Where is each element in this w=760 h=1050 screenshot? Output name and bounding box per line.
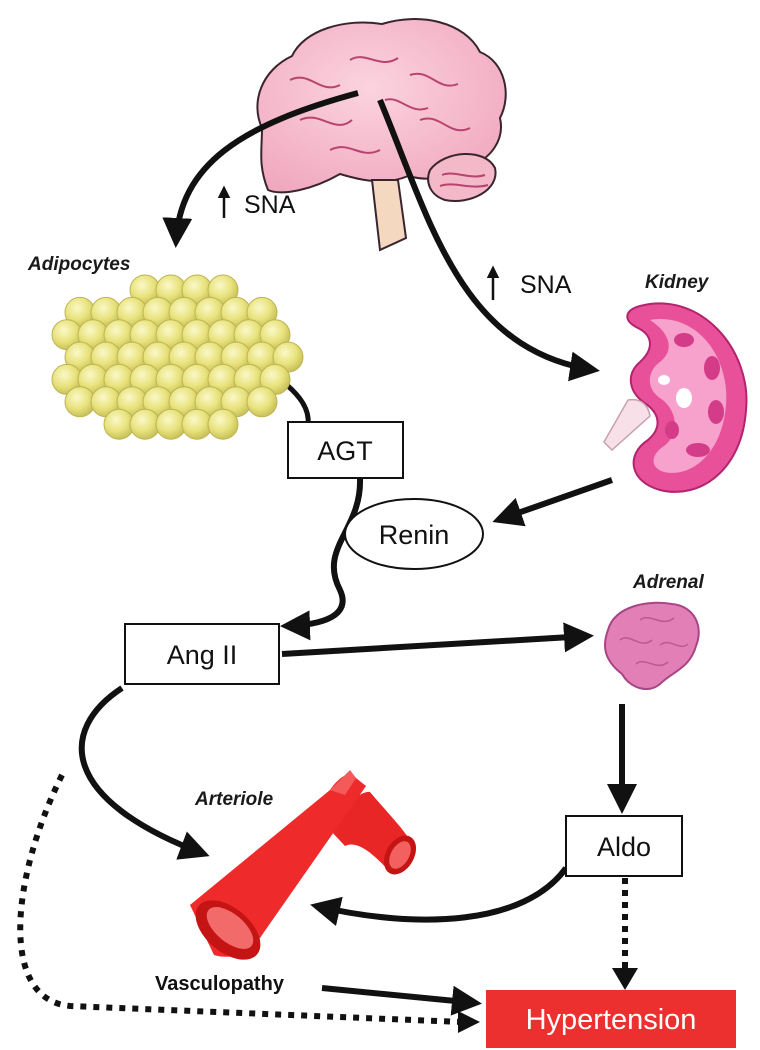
agt-text: AGT [317, 436, 373, 466]
adrenal-label: Adrenal [632, 572, 704, 593]
arrow-brain-to-adipocytes [162, 90, 359, 248]
arteriole-icon [190, 770, 417, 960]
connector-adipocytes-to-agt [286, 384, 311, 426]
sna-right-text: SNA [520, 271, 572, 299]
adipocyte-cell [246, 386, 278, 418]
arrow-brain-to-kidney [377, 98, 600, 382]
arrow-angii-to-arteriole [78, 685, 210, 860]
adipocyte-cell [207, 408, 239, 440]
renin-ellipse: Renin [344, 498, 484, 570]
angii-text: Ang II [167, 640, 238, 670]
hypertension-box: Hypertension [486, 990, 736, 1048]
dotted-arrow-aldo-to-hypertension [612, 878, 638, 990]
sna-left-text: SNA [244, 191, 296, 219]
adipocytes-label: Adipocytes [27, 254, 130, 275]
aldo-box: Aldo [565, 815, 683, 877]
renin-text: Renin [379, 520, 450, 550]
dotted-arrow-angii-to-hypertension [17, 773, 480, 1033]
agt-box: AGT [287, 421, 404, 479]
adipocyte-cluster-icon [51, 274, 304, 440]
arrow-aldo-to-arteriole [310, 866, 569, 927]
arrow-angii-to-adrenal [281, 622, 594, 657]
arrow-kidney-to-renin [492, 477, 613, 527]
arrow-agt-to-angii [280, 477, 364, 641]
kidney-icon [603, 302, 748, 493]
vasculopathy-label: Vasculopathy [155, 973, 285, 995]
arteriole-label: Arteriole [194, 789, 274, 810]
kidney-label: Kidney [645, 272, 710, 293]
arrow-vasculopathy-to-hypertension [321, 985, 482, 1016]
sna-label-left: SNA [217, 185, 296, 219]
adrenal-gland-icon [604, 601, 700, 690]
angii-box: Ang II [124, 623, 280, 685]
aldo-text: Aldo [597, 832, 651, 862]
sna-label-right: SNA [486, 265, 572, 300]
hypertension-text: Hypertension [526, 1004, 697, 1036]
